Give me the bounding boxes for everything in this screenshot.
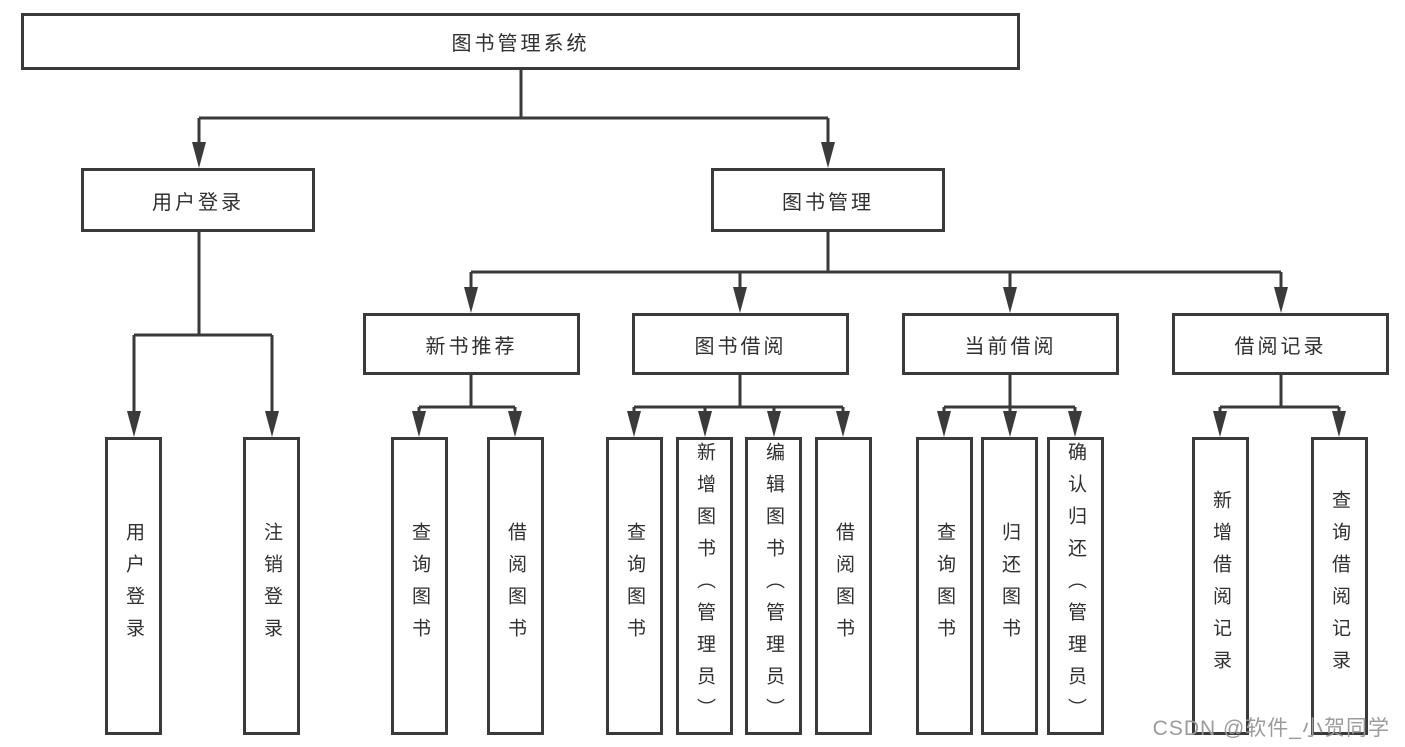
node-label: 图书借阅 xyxy=(694,335,787,358)
node-label: 图书管理 xyxy=(782,191,874,214)
leaf-query-books: 查询图书 xyxy=(606,437,663,735)
node-label: 查询图书 xyxy=(934,522,955,650)
leaf-borrow-books: 借阅图书 xyxy=(487,437,544,735)
leaf-return-books: 归还图书 xyxy=(981,437,1038,735)
node-label: 当前借阅 xyxy=(964,335,1057,358)
node-label: 查询图书 xyxy=(624,522,645,650)
node-label: 借阅图书 xyxy=(833,522,854,650)
node-current-borrow: 当前借阅 xyxy=(902,313,1119,375)
leaf-logout: 注销登录 xyxy=(243,437,300,735)
node-label: 新增图书（管理员） xyxy=(694,442,715,730)
leaf-confirm-return-admin: 确认归还（管理员） xyxy=(1047,437,1104,735)
node-label: 图书管理系统 xyxy=(451,33,590,55)
node-label: 用户登录 xyxy=(123,522,144,650)
node-borrow-record: 借阅记录 xyxy=(1172,313,1389,375)
node-user-login: 用户登录 xyxy=(81,168,315,232)
leaf-borrow-books: 借阅图书 xyxy=(815,437,872,735)
csdn-watermark: CSDN @软件_小贺同学 xyxy=(1152,717,1390,740)
node-label: 借阅记录 xyxy=(1234,335,1327,358)
leaf-query-books: 查询图书 xyxy=(916,437,973,735)
node-label: 归还图书 xyxy=(999,522,1020,650)
leaf-add-borrow-record: 新增借阅记录 xyxy=(1192,437,1249,735)
leaf-query-books: 查询图书 xyxy=(391,437,448,735)
node-label: 注销登录 xyxy=(261,522,282,650)
node-label: 编辑图书（管理员） xyxy=(763,442,784,730)
node-book-borrow: 图书借阅 xyxy=(632,313,849,375)
node-label: 用户登录 xyxy=(152,191,244,214)
node-library-management-system: 图书管理系统 xyxy=(21,13,1020,70)
node-label: 借阅图书 xyxy=(505,522,526,650)
node-label: 新书推荐 xyxy=(425,335,518,358)
leaf-user-login: 用户登录 xyxy=(105,437,162,735)
node-label: 查询图书 xyxy=(409,522,430,650)
node-book-management: 图书管理 xyxy=(711,168,945,232)
leaf-add-books-admin: 新增图书（管理员） xyxy=(676,437,733,735)
node-label: 确认归还（管理员） xyxy=(1065,442,1086,730)
leaf-query-borrow-record: 查询借阅记录 xyxy=(1311,437,1368,735)
node-new-book-recommend: 新书推荐 xyxy=(363,313,580,375)
node-label: 新增借阅记录 xyxy=(1210,490,1231,682)
leaf-edit-books-admin: 编辑图书（管理员） xyxy=(745,437,802,735)
node-label: 查询借阅记录 xyxy=(1329,490,1350,682)
